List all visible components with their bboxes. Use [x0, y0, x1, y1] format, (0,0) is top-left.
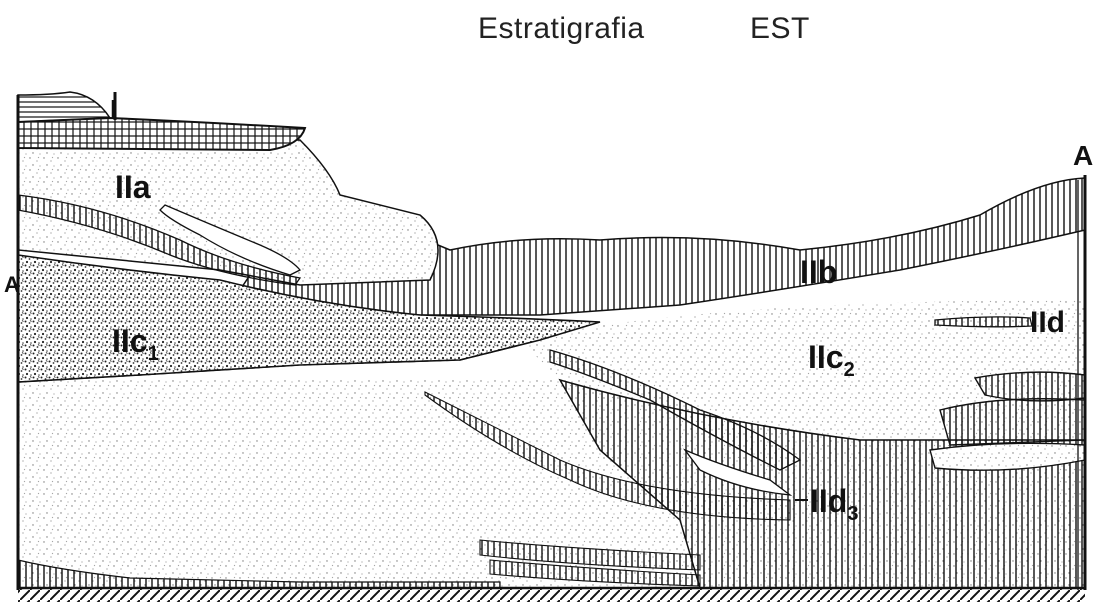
- label-left-marker: A: [4, 272, 20, 297]
- label-iid-right: IId: [1030, 306, 1065, 339]
- ground-hatch: [18, 588, 1085, 602]
- label-iia: IIa: [115, 169, 151, 205]
- layer-i-topsoil: [18, 92, 110, 122]
- lens-right-2: [940, 399, 1085, 445]
- lens-iid-right: [935, 317, 1032, 327]
- label-top-marker: I: [110, 94, 117, 124]
- label-right-marker: A: [1073, 140, 1093, 171]
- lens-right-1: [975, 372, 1085, 401]
- label-iib: IIb: [800, 254, 837, 290]
- layer-grid-top: [18, 118, 305, 150]
